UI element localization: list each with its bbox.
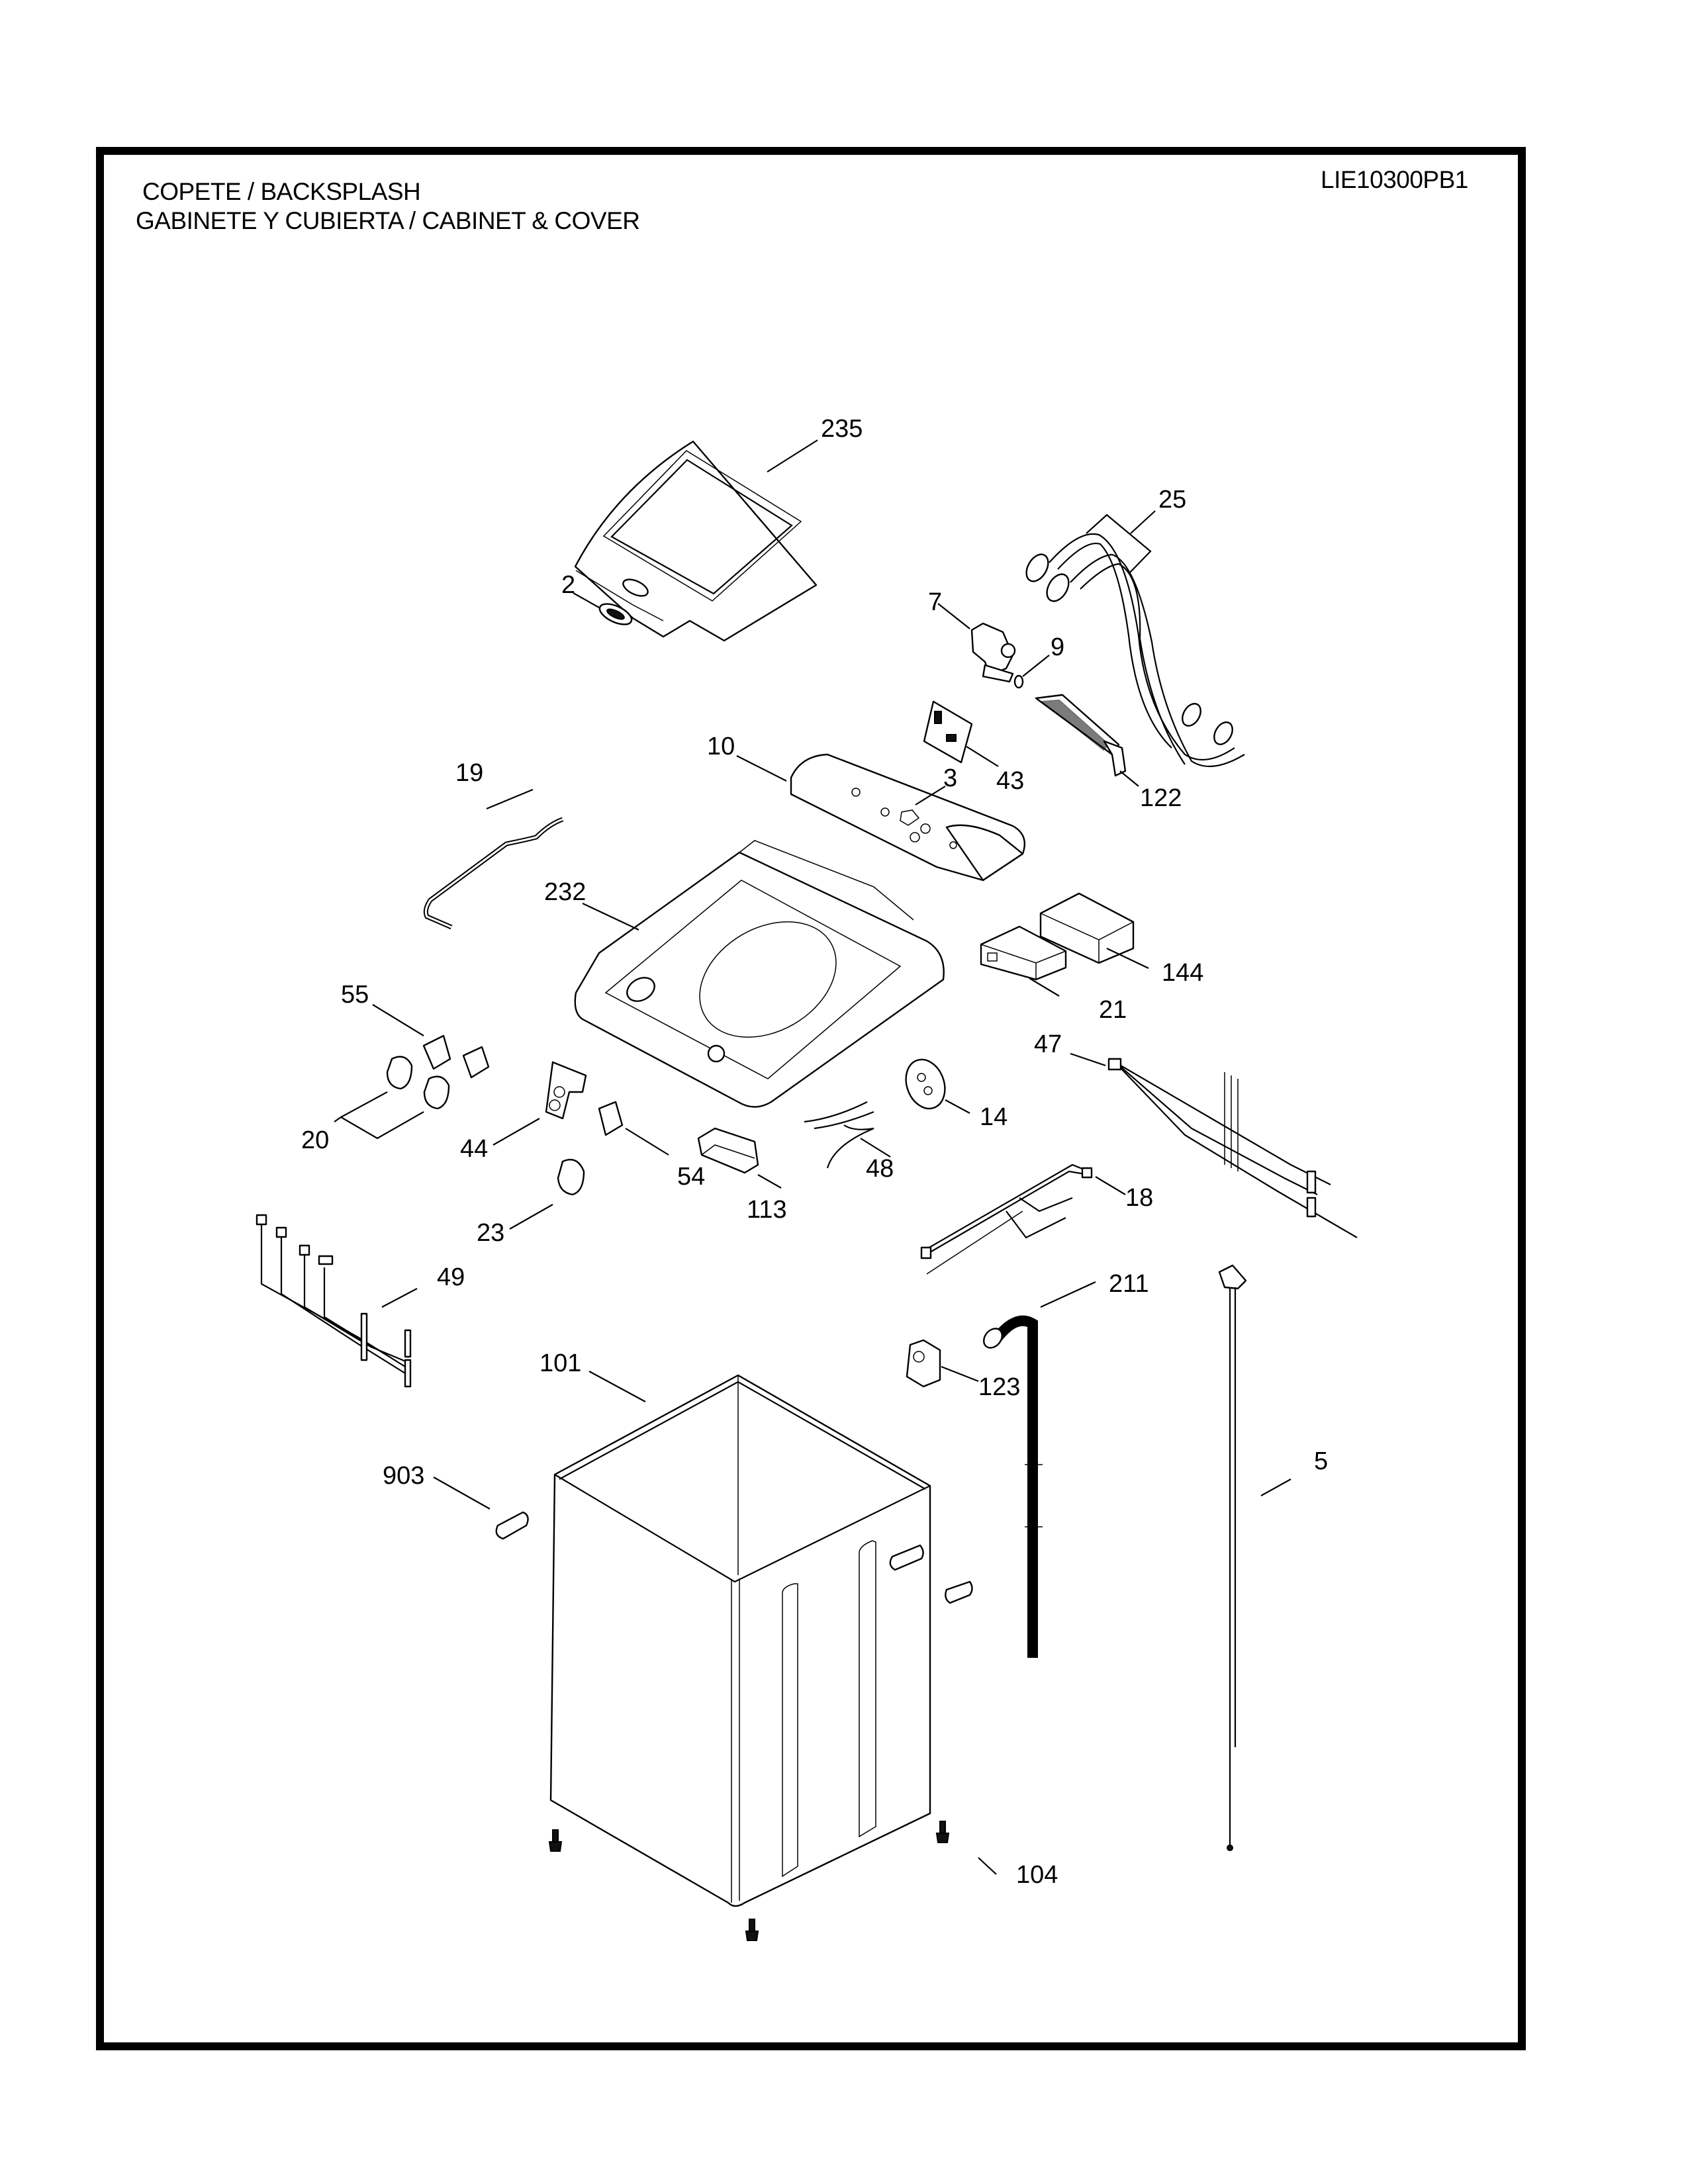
part-104-leveling-legs[interactable] <box>548 1821 950 1941</box>
model-number: LIE10300PB1 <box>1321 166 1468 193</box>
callout-122: 122 <box>1140 784 1182 812</box>
leader-43 <box>966 746 999 767</box>
leader-10 <box>736 755 787 782</box>
callout-47: 47 <box>1034 1030 1062 1058</box>
part-18-wire-harness-upper[interactable] <box>920 1163 1093 1275</box>
leader-903 <box>433 1477 491 1510</box>
callout-20: 20 <box>301 1126 329 1154</box>
part-49-wire-harness-lower[interactable] <box>256 1214 412 1388</box>
part-55-switches[interactable] <box>422 1034 490 1079</box>
part-211-drain-hose[interactable] <box>980 1315 1043 1658</box>
leader-123 <box>941 1365 979 1383</box>
callout-55: 55 <box>341 981 369 1009</box>
callout-7: 7 <box>928 588 942 616</box>
callout-10: 10 <box>707 733 735 760</box>
part-43-control-board[interactable] <box>923 700 973 764</box>
part-21-dispenser-drawer[interactable] <box>980 925 1067 981</box>
callout-113: 113 <box>747 1196 787 1224</box>
leader-20 <box>334 1091 424 1140</box>
section-title-cabinet-cover: GABINETE Y CUBIERTA / CABINET & COVER <box>136 207 640 234</box>
leader-232 <box>582 903 639 931</box>
leader-5 <box>1260 1479 1291 1496</box>
callout-23: 23 <box>477 1219 504 1247</box>
leader-49 <box>381 1288 418 1308</box>
part-9-hose-clamp[interactable] <box>1013 674 1024 689</box>
leader-2 <box>573 592 600 608</box>
callout-5: 5 <box>1314 1447 1328 1475</box>
part-14-pressure-switch[interactable] <box>900 1054 952 1115</box>
callout-25: 25 <box>1158 486 1186 514</box>
leader-101 <box>588 1371 646 1402</box>
leader-211 <box>1040 1281 1096 1308</box>
part-20-knobs[interactable] <box>386 1056 450 1110</box>
part-25-inlet-hoses[interactable] <box>1022 533 1245 768</box>
callout-9: 9 <box>1051 633 1064 661</box>
callout-19: 19 <box>455 759 483 787</box>
leader-48 <box>860 1138 891 1158</box>
callout-54: 54 <box>677 1163 705 1191</box>
callout-2: 2 <box>561 571 575 599</box>
leader-14 <box>945 1099 970 1114</box>
callout-43: 43 <box>996 767 1024 795</box>
part-903-plug[interactable] <box>495 1511 529 1540</box>
part-144-dispenser-housing[interactable] <box>1039 892 1135 964</box>
callout-44: 44 <box>460 1135 488 1163</box>
section-title-backsplash: COPETE / BACKSPLASH <box>142 178 421 205</box>
callout-3: 3 <box>943 764 957 792</box>
leader-235 <box>767 439 818 473</box>
leader-9 <box>1022 655 1050 677</box>
part-48-wire-lead[interactable] <box>804 1101 874 1169</box>
leader-7 <box>937 603 970 629</box>
callout-235: 235 <box>821 415 863 443</box>
callout-144: 144 <box>1162 959 1203 987</box>
callout-211: 211 <box>1109 1270 1149 1298</box>
part-122-fill-hose[interactable] <box>1035 694 1127 777</box>
part-232-top-cover[interactable] <box>574 840 945 1108</box>
leader-18 <box>1095 1176 1126 1195</box>
callout-903: 903 <box>383 1462 424 1490</box>
callout-21: 21 <box>1099 996 1127 1024</box>
part-123-hose-holder[interactable] <box>906 1339 941 1388</box>
leader-104 <box>978 1857 997 1875</box>
part-44-switch-board[interactable] <box>545 1061 587 1120</box>
part-54-switch[interactable] <box>598 1101 624 1136</box>
leader-55 <box>372 1004 424 1036</box>
leader-25 <box>1086 510 1156 574</box>
callout-18: 18 <box>1125 1184 1153 1212</box>
part-19-lid-rod[interactable] <box>423 817 564 930</box>
leader-3 <box>915 786 946 805</box>
part-2-badge[interactable] <box>596 576 650 628</box>
callout-104: 104 <box>1016 1861 1058 1889</box>
part-5-power-cord[interactable] <box>1218 1264 1247 1851</box>
callout-49: 49 <box>437 1263 465 1291</box>
callout-123: 123 <box>978 1373 1020 1401</box>
leader-47 <box>1070 1052 1106 1067</box>
leader-144 <box>1106 948 1149 969</box>
part-7-water-valve[interactable] <box>970 622 1016 683</box>
part-23-knob[interactable] <box>557 1158 585 1196</box>
callout-101: 101 <box>539 1349 581 1377</box>
part-101-cabinet[interactable] <box>549 1374 973 1907</box>
callout-14: 14 <box>980 1103 1008 1131</box>
leader-44 <box>492 1118 540 1146</box>
callout-232: 232 <box>544 878 586 906</box>
callout-48: 48 <box>866 1155 894 1183</box>
leader-113 <box>757 1174 782 1189</box>
leader-122 <box>1119 770 1139 787</box>
leader-21 <box>1029 978 1060 997</box>
leader-19 <box>486 788 534 810</box>
leader-23 <box>509 1204 553 1230</box>
leader-54 <box>625 1128 669 1156</box>
part-113-lid-lock[interactable] <box>697 1127 759 1174</box>
part-10-console-panel[interactable] <box>790 753 1026 882</box>
part-47-wire-harness[interactable] <box>1107 1058 1358 1238</box>
